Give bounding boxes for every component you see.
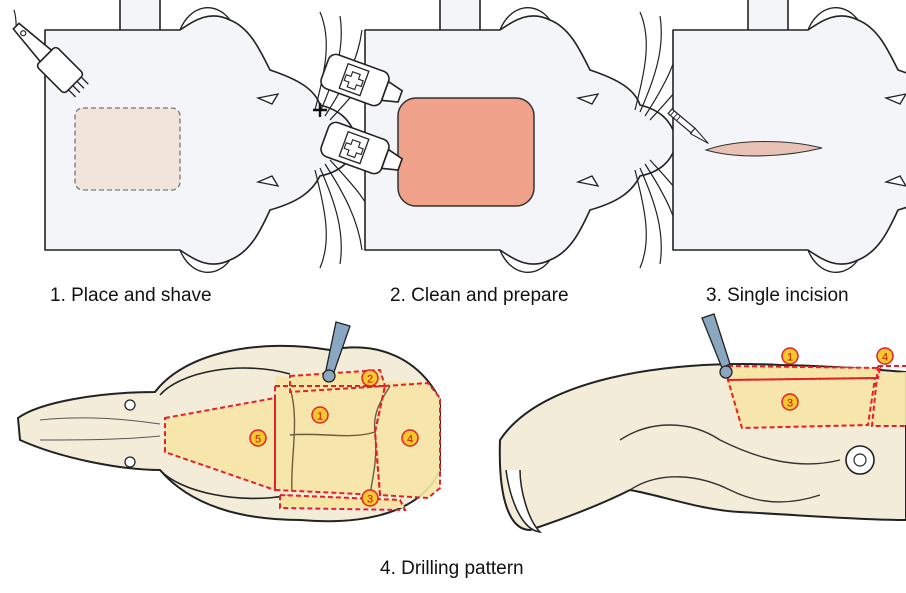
svg-text:3: 3	[367, 494, 373, 506]
region-marker-top-1: 1	[312, 407, 328, 423]
svg-text:4: 4	[882, 352, 888, 364]
region-marker-side-4: 4	[877, 348, 893, 364]
step-4-caption: 4. Drilling pattern	[380, 558, 524, 580]
mouse-illustration	[673, 0, 906, 272]
svg-text:2: 2	[367, 374, 373, 386]
step-3-caption: 3. Single incision	[706, 285, 849, 307]
svg-text:3: 3	[787, 398, 793, 410]
skull-top-view	[18, 322, 440, 521]
shave-area	[75, 108, 180, 190]
region-marker-top-2: 2	[362, 370, 378, 386]
region-marker-side-1: 1	[782, 348, 798, 364]
svg-text:4: 4	[407, 434, 413, 446]
step-1-caption: 1. Place and shave	[50, 285, 212, 307]
svg-text:1: 1	[317, 411, 323, 423]
step-2-caption: 2. Clean and prepare	[390, 285, 569, 307]
skull-side-view	[500, 314, 906, 532]
panel-place-and-shave	[0, 0, 376, 272]
panel-single-incision	[668, 0, 906, 272]
svg-text:1: 1	[787, 352, 793, 364]
region-marker-side-3: 3	[782, 394, 798, 410]
svg-text:5: 5	[255, 434, 261, 446]
region-marker-top-3: 3	[362, 490, 378, 506]
panel-clean-and-prepare	[313, 0, 696, 272]
region-marker-top-5: 5	[250, 430, 266, 446]
region-marker-top-4: 4	[402, 430, 418, 446]
prep-area	[398, 98, 534, 206]
